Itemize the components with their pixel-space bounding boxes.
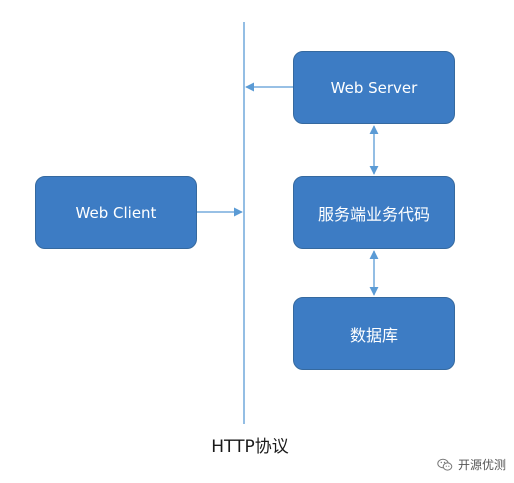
web-client-node: Web Client: [35, 176, 197, 249]
watermark-text: 开源优测: [457, 458, 506, 472]
business-code-label: 服务端业务代码: [317, 204, 430, 224]
database-label: 数据库: [349, 325, 398, 345]
watermark: 开源优测: [437, 456, 506, 473]
wechat-icon: [437, 458, 453, 471]
http-protocol-label: HTTP协议: [211, 437, 289, 457]
web-client-label: Web Client: [75, 203, 157, 222]
web-server-node: Web Server: [293, 51, 455, 124]
database-node: 数据库: [293, 297, 455, 370]
web-server-label: Web Server: [330, 78, 418, 97]
business-code-node: 服务端业务代码: [293, 176, 455, 249]
